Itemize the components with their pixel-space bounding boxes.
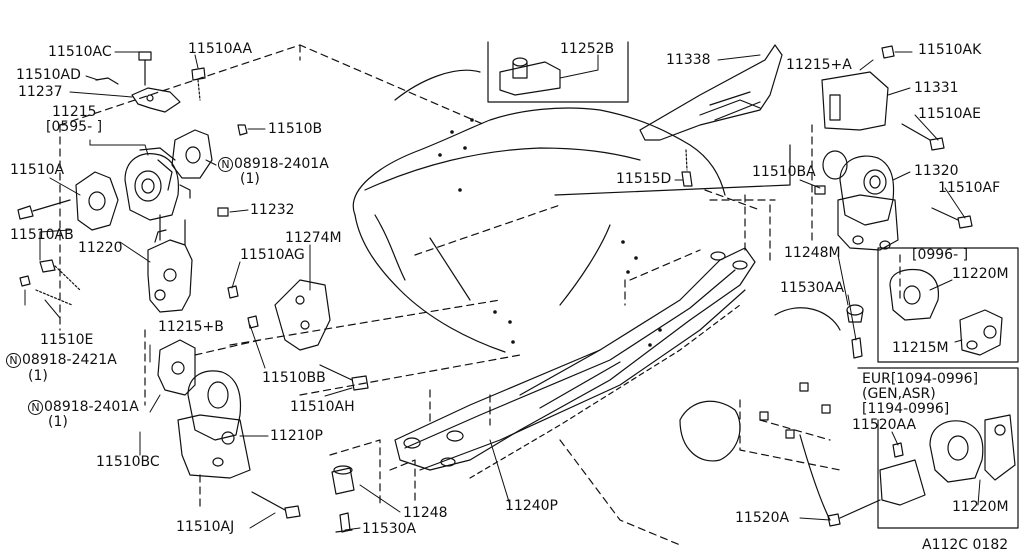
label-11530A: 11530A <box>362 521 417 537</box>
label-11215M: 11215M <box>892 340 949 356</box>
part-number: 08918-2421A <box>22 352 117 368</box>
bolts-left <box>18 200 80 305</box>
label-11510AH: 11510AH <box>290 399 355 415</box>
label-0996: [0996- ] <box>912 247 969 263</box>
label-11215A: 11215+A <box>786 57 852 73</box>
label-11320: 11320 <box>914 163 959 179</box>
dashed-bracket-guides <box>195 300 520 395</box>
frame-fragments <box>680 308 840 520</box>
engine-outline <box>60 45 485 330</box>
label-11510AD: 11510AD <box>16 67 81 83</box>
label-11510AE: 11510AE <box>918 106 981 122</box>
n-circle-icon: N <box>28 400 43 415</box>
leader-lines <box>25 52 980 530</box>
label-11510AG: 11510AG <box>240 247 305 263</box>
label-11215B: 11215+B <box>158 319 224 335</box>
label-eur-line1: EUR[1094-0996] <box>862 371 979 387</box>
mount-11210P <box>158 340 250 478</box>
crossmember-guides <box>430 190 775 425</box>
inset-0996 <box>878 248 1018 362</box>
label-11530AA: 11530AA <box>780 280 845 296</box>
label-11248-bottom: 11248 <box>403 505 448 521</box>
mount-11210P-guides <box>145 330 200 510</box>
label-08918-2401A-bot-qty: (1) <box>48 414 68 430</box>
bracket-11274M <box>228 280 368 390</box>
label-11510AB: 11510AB <box>10 227 74 243</box>
frame-guides <box>560 400 840 545</box>
label-11510AC: 11510AC <box>48 44 112 60</box>
part-number: 08918-2401A <box>234 156 329 172</box>
label-11220: 11220 <box>78 240 123 256</box>
label-11215: 11215 <box>52 104 97 120</box>
label-11220M-top: 11220M <box>952 266 1009 282</box>
engine-bolt-holes <box>438 118 662 347</box>
label-08918-2401A-top-qty: (1) <box>240 171 260 187</box>
n-circle-icon: N <box>218 157 233 172</box>
bracket-11237 <box>96 52 180 112</box>
label-11331: 11331 <box>914 80 959 96</box>
mount-11320-guides <box>812 125 900 300</box>
transmission-silhouette <box>353 70 725 352</box>
heatshield-11338 <box>640 45 782 186</box>
stopper-11248M <box>847 305 863 358</box>
label-11510BC: 11510BC <box>96 454 160 470</box>
part-number: 08918-2401A <box>44 399 139 415</box>
n-circle-icon: N <box>6 353 21 368</box>
label-11510AA: 11510AA <box>188 41 253 57</box>
label-11232: 11232 <box>250 202 295 218</box>
label-11510AJ: 11510AJ <box>176 519 235 535</box>
small-nuts <box>760 383 830 438</box>
bolt-11510AJ <box>252 492 300 518</box>
label-11210P: 11210P <box>270 428 323 444</box>
label-11220M-bottom: 11220M <box>952 499 1009 515</box>
label-11240P: 11240P <box>505 498 558 514</box>
left-mount-assembly <box>76 130 212 312</box>
label-11520AA: 11520AA <box>852 417 917 433</box>
label-11510BB: 11510BB <box>262 370 326 386</box>
label-11510AK: 11510AK <box>918 42 982 58</box>
label-11338: 11338 <box>666 52 711 68</box>
stopper-guides <box>330 440 415 505</box>
inset-eur <box>828 368 1018 528</box>
label-11274M: 11274M <box>285 230 342 246</box>
diagram-id: A112C 0182 <box>922 537 1009 553</box>
label-eur-line3: [1194-0996] <box>862 401 950 417</box>
label-11237: 11237 <box>18 84 63 100</box>
label-11510AF: 11510AF <box>938 180 1001 196</box>
label-0595: [0595- ] <box>46 119 103 135</box>
label-11510E: 11510E <box>40 332 94 348</box>
front-crossmember <box>395 248 755 478</box>
mount-11320 <box>822 72 898 250</box>
label-11520A: 11520A <box>735 510 790 526</box>
label-11510BA: 11510BA <box>752 164 816 180</box>
label-11510B: 11510B <box>268 121 323 137</box>
label-11252B: 11252B <box>560 41 615 57</box>
stopper-11248 <box>332 466 354 532</box>
bolts-right <box>815 46 972 228</box>
bolts-top <box>192 68 247 216</box>
heatshield-frame <box>555 145 790 195</box>
inset-11252B <box>488 42 628 102</box>
label-eur-line2: (GEN,ASR) <box>862 386 936 402</box>
label-11510A: 11510A <box>10 162 65 178</box>
label-11248M: 11248M <box>784 245 841 261</box>
label-11515D: 11515D <box>616 171 672 187</box>
label-08918-2421A-qty: (1) <box>28 368 48 384</box>
